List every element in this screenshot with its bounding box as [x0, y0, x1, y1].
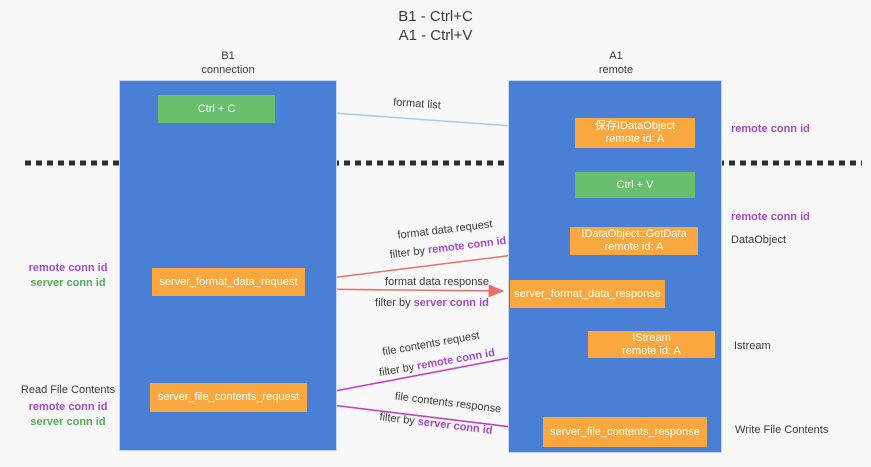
left-column-role: connection: [201, 64, 255, 76]
filter-by-text: filter by: [378, 360, 419, 380]
node-server-format-data-request: server_format_data_request: [152, 268, 305, 296]
format-data-response-label: format data response: [385, 276, 489, 288]
node-server-file-contents-request: server_file_contents_request: [150, 383, 307, 412]
node-getdata-line2: remote id: A: [604, 241, 664, 253]
server-conn-id-text: server conn id: [413, 297, 489, 309]
node-save-idataobject-line2: remote id: A: [605, 133, 665, 145]
format-list-label: format list: [392, 96, 442, 112]
left-format-conn-id-block: remote conn id server conn id: [18, 261, 118, 291]
remote-conn-id-text: remote conn id: [427, 234, 507, 257]
node-ctrl-v-label: Ctrl + V: [616, 178, 654, 191]
left-server-conn-id-format-label: server conn id: [30, 277, 106, 289]
server-conn-id-text: server conn id: [417, 415, 494, 437]
left-column-header: B1 connection: [168, 49, 288, 77]
left-read-file-contents-label: Read File Contents: [20, 384, 116, 396]
right-write-file-contents-label: Write File Contents: [735, 424, 829, 436]
node-ctrl-v: Ctrl + V: [575, 172, 695, 198]
format-data-response-filter-label: filter by server conn id: [375, 297, 489, 309]
left-remote-conn-id-format-label: remote conn id: [28, 262, 108, 274]
right-column-header: A1 remote: [556, 49, 676, 77]
node-ctrl-c-label: Ctrl + C: [197, 102, 236, 115]
right-istream-label: Istream: [734, 340, 771, 352]
left-column-name: B1: [221, 50, 235, 62]
node-server-format-data-response-label: server_format_data_response: [514, 287, 661, 300]
node-server-format-data-response: server_format_data_response: [510, 280, 665, 308]
right-column-name: A1: [609, 50, 623, 62]
right-remote-conn-id-top-label: remote conn id: [731, 123, 810, 135]
node-save-idataobject: 保存IDataObject remote id: A: [575, 118, 695, 148]
node-server-format-data-request-label: server_format_data_request: [159, 275, 298, 288]
node-server-file-contents-response-label: server_file_contents_response: [550, 425, 700, 438]
node-server-file-contents-response: server_file_contents_response: [543, 417, 707, 447]
left-remote-conn-id-file-label: remote conn id: [28, 401, 108, 413]
node-istream-line1: IStream: [632, 331, 671, 344]
file-contents-response-label: file contents response: [394, 390, 502, 416]
diagram-title: B1 - Ctrl+C A1 - Ctrl+V: [0, 7, 871, 45]
node-getdata-line1: IDataObject::GetData: [581, 228, 687, 240]
right-dataobject-label: DataObject: [731, 234, 787, 246]
filter-by-text: filter by: [375, 297, 414, 309]
node-server-file-contents-request-label: server_file_contents_request: [157, 391, 300, 403]
filter-by-text: filter by: [389, 244, 429, 262]
node-ctrl-c: Ctrl + C: [158, 95, 275, 123]
title-line-1: B1 - Ctrl+C: [398, 8, 473, 25]
right-remote-conn-id-mid-label: remote conn id: [731, 211, 810, 223]
node-istream-line2: remote id: A: [622, 344, 681, 357]
left-server-conn-id-file-label: server conn id: [30, 416, 106, 428]
node-save-idataobject-line1: 保存IDataObject: [594, 120, 676, 132]
node-idataobject-getdata: IDataObject::GetData remote id: A: [570, 227, 698, 255]
filter-by-text: filter by: [378, 411, 419, 428]
node-istream: IStream remote id: A: [588, 331, 715, 358]
left-file-conn-id-block: remote conn id server conn id: [18, 400, 118, 430]
title-line-2: A1 - Ctrl+V: [398, 27, 473, 44]
file-contents-response-filter-label: filter by server conn id: [379, 411, 493, 437]
remote-conn-id-text: remote conn id: [416, 346, 496, 373]
right-column-role: remote: [598, 64, 634, 76]
